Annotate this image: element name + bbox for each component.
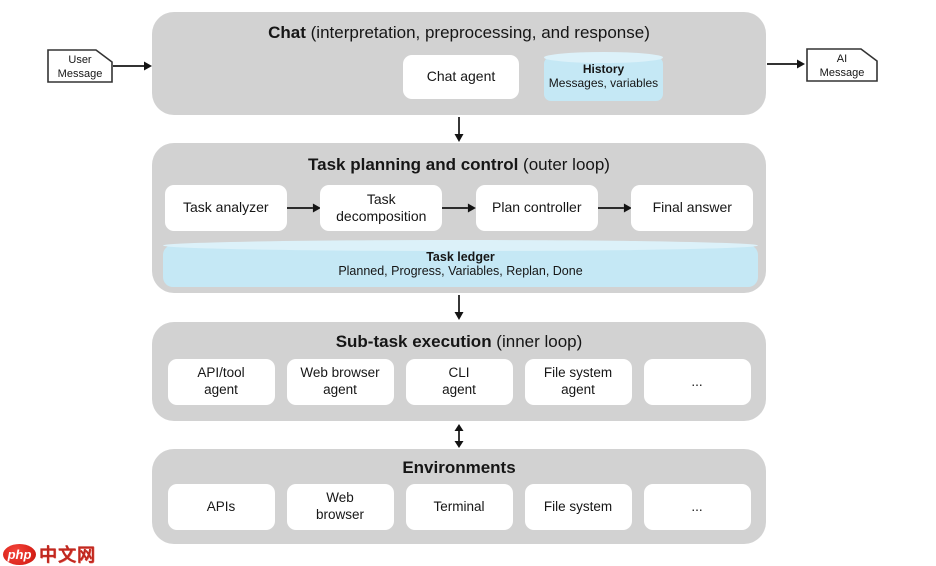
planning-title-rest: (outer loop)	[518, 155, 610, 174]
web-browser-box: Web browser	[286, 484, 394, 530]
ai-message-label: AI Message	[819, 53, 865, 80]
php-cn-watermark: php 中文网	[3, 541, 96, 566]
environments-section-title: Environments	[152, 458, 766, 478]
chat-title-bold: Chat	[268, 23, 306, 42]
arrow-up-down-icon	[454, 424, 464, 448]
history-store: History Messages, variables	[544, 52, 663, 101]
web-browser-agent-box: Web browser agent	[286, 359, 394, 405]
subtask-section-title: Sub-task execution (inner loop)	[152, 332, 766, 352]
subtask-section: Sub-task execution (inner loop) API/tool…	[152, 322, 766, 421]
apis-box: APIs	[167, 484, 275, 530]
task-ledger-title: Task ledger	[426, 250, 495, 264]
plan-controller-box: Plan controller	[475, 185, 598, 231]
api-tool-agent-box: API/tool agent	[167, 359, 275, 405]
task-decomposition-box: Task decomposition	[320, 185, 443, 231]
php-logo-icon: php	[3, 543, 36, 565]
planning-section: Task planning and control (outer loop) T…	[152, 143, 766, 293]
arrow-right-icon	[597, 203, 632, 213]
file-system-box: File system	[524, 484, 632, 530]
arrow-right-icon	[113, 61, 152, 71]
subtask-title-bold: Sub-task execution	[335, 332, 492, 351]
chat-agent-box: Chat agent	[403, 55, 519, 99]
php-cn-text: 中文网	[39, 545, 96, 565]
planning-title-bold: Task planning and control	[308, 155, 519, 174]
more-agents-box: ...	[643, 359, 751, 405]
user-message-node: User Message	[47, 49, 113, 83]
arrow-right-icon	[286, 203, 321, 213]
user-message-label: User Message	[57, 54, 103, 81]
chat-section-title: Chat (interpretation, preprocessing, and…	[152, 23, 766, 43]
note-shape-icon	[47, 49, 113, 83]
environments-title-bold: Environments	[402, 458, 516, 477]
subtask-title-rest: (inner loop)	[491, 332, 583, 351]
history-title: History	[582, 62, 625, 76]
note-shape-icon	[806, 48, 878, 82]
arrow-right-icon	[767, 59, 805, 69]
arrow-down-icon	[454, 295, 464, 320]
ai-message-node: AI Message	[806, 48, 878, 82]
task-ledger-store: Task ledger Planned, Progress, Variables…	[163, 240, 758, 287]
chat-section: Chat (interpretation, preprocessing, and…	[152, 12, 766, 115]
task-analyzer-box: Task analyzer	[165, 185, 287, 231]
planning-section-title: Task planning and control (outer loop)	[152, 155, 766, 175]
more-environments-box: ...	[643, 484, 751, 530]
arrow-down-icon	[454, 117, 464, 142]
arrow-right-icon	[442, 203, 476, 213]
file-system-agent-box: File system agent	[524, 359, 632, 405]
terminal-box: Terminal	[405, 484, 513, 530]
task-ledger-subtitle: Planned, Progress, Variables, Replan, Do…	[338, 264, 583, 278]
history-subtitle: Messages, variables	[548, 76, 659, 90]
final-answer-box: Final answer	[631, 185, 754, 231]
environments-section: Environments APIs Web browser Terminal F…	[152, 449, 766, 544]
chat-title-rest: (interpretation, preprocessing, and resp…	[305, 23, 650, 42]
cli-agent-box: CLI agent	[405, 359, 513, 405]
